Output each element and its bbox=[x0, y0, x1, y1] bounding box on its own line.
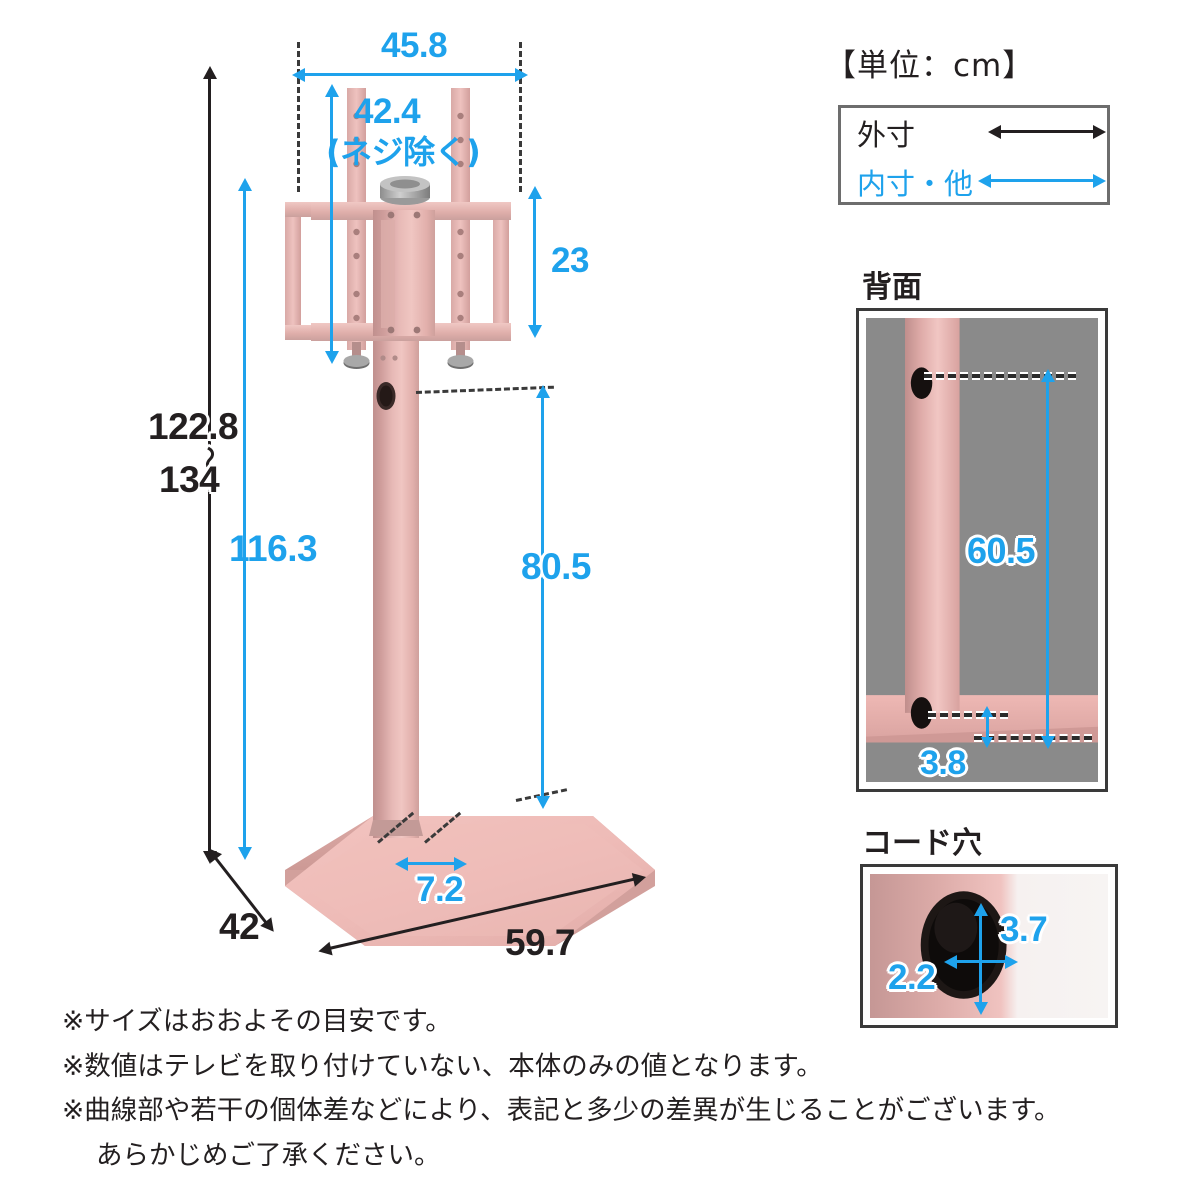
dim-hole-bottom-offset: 3.8 bbox=[920, 744, 966, 782]
note-line-1: ※サイズはおおよその目安です。 bbox=[62, 1006, 452, 1037]
dimline-hole-bottom-offset bbox=[980, 706, 993, 748]
dim-rail-height: 23 bbox=[551, 241, 589, 280]
inset-frame-back-view: 60.5 3.8 bbox=[856, 308, 1108, 792]
tv-mount-bracket bbox=[285, 88, 511, 369]
dim-base-depth: 42 bbox=[219, 906, 260, 947]
dimline-pole-width bbox=[395, 856, 467, 871]
double-headed-arrow-icon-inner bbox=[978, 173, 1106, 188]
inset-frame-cord-hole: 3.7 2.2 bbox=[860, 864, 1118, 1028]
dimline-hole-height bbox=[973, 903, 988, 1015]
bracket-foot-right bbox=[447, 342, 474, 369]
dimline-pole-height bbox=[237, 178, 252, 860]
dim-pole-width: 7.2 bbox=[416, 870, 464, 909]
legend-box: 外寸 内寸・他 bbox=[838, 105, 1110, 205]
guide-base-top bbox=[974, 736, 1092, 740]
notes-block: ※サイズはおおよその目安です。 ※数値はテレビを取り付けていない、本体のみの値と… bbox=[62, 1000, 1162, 1178]
dimline-bracket-width bbox=[292, 67, 528, 82]
extension-line-right-top bbox=[519, 42, 522, 192]
inset-title-cord-hole: コード穴 bbox=[862, 826, 982, 861]
guide-bottom-hole bbox=[928, 713, 1008, 717]
dim-bracket-width: 45.8 bbox=[381, 26, 448, 65]
dim-hole-spacing: 60.5 bbox=[967, 530, 1036, 571]
legend-label-outer: 外寸 bbox=[857, 118, 916, 152]
legend-row-inner: 内寸・他 bbox=[841, 158, 1107, 206]
dimline-rail-height bbox=[527, 186, 542, 338]
unit-note: 【単位：cm】 bbox=[825, 48, 1035, 84]
dimline-hole-spacing bbox=[1040, 369, 1055, 749]
note-line-4: あらかじめご了承ください。 bbox=[96, 1139, 441, 1171]
dim-hole-height: 3.7 bbox=[1000, 910, 1048, 949]
dimline-bracket-height bbox=[324, 84, 339, 364]
guide-top-hole bbox=[924, 374, 1076, 378]
base-plate bbox=[285, 816, 655, 946]
dim-bracket-height: 42.4 bbox=[354, 92, 421, 131]
dim-bracket-height-note: (ネジ除く) bbox=[326, 133, 481, 171]
dim-cord-hole-height: 80.5 bbox=[521, 546, 592, 587]
support-pole bbox=[369, 329, 423, 838]
note-line-2: ※数値はテレビを取り付けていない、本体のみの値となります。 bbox=[62, 1050, 823, 1082]
tv-stand-illustration bbox=[285, 88, 655, 946]
dim-total-height-min: 122.8 bbox=[148, 406, 239, 447]
legend-row-outer: 外寸 bbox=[841, 108, 1107, 158]
dimline-total-height bbox=[202, 66, 217, 864]
inset-image-back-view: 60.5 3.8 bbox=[866, 318, 1098, 782]
dim-base-width: 59.7 bbox=[505, 922, 576, 963]
dim-hole-width: 2.2 bbox=[888, 958, 936, 997]
dimline-hole-width bbox=[944, 954, 1018, 969]
legend-label-inner: 内寸・他 bbox=[857, 167, 974, 201]
note-line-3: ※曲線部や若干の個体差などにより、表記と多少の差異が生じることがございます。 bbox=[62, 1095, 1061, 1127]
inset-image-cord-hole: 3.7 2.2 bbox=[870, 874, 1108, 1018]
inset-title-back-view: 背面 bbox=[862, 270, 922, 305]
extension-line-left-top bbox=[297, 42, 300, 192]
bracket-foot-left bbox=[343, 342, 370, 369]
dimline-cord-hole-height bbox=[535, 385, 550, 809]
dim-pole-height: 116.3 bbox=[229, 528, 318, 569]
double-headed-arrow-icon-outer bbox=[988, 124, 1106, 139]
dim-total-height-max: 134 bbox=[159, 459, 220, 500]
